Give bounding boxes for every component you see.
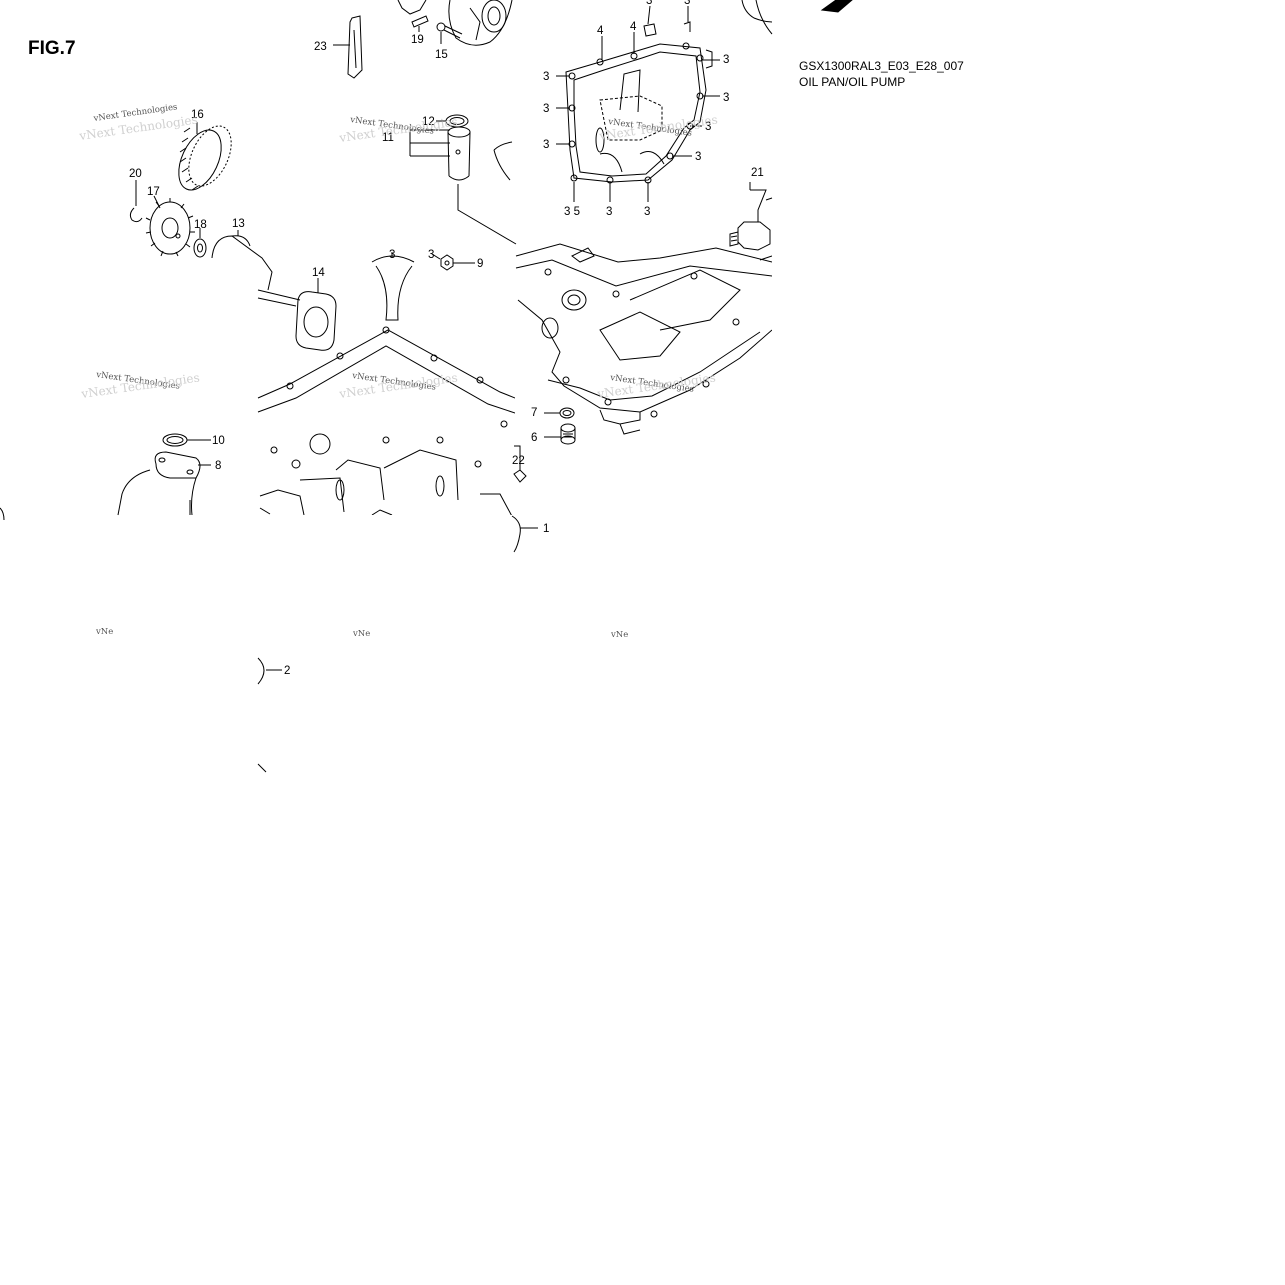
callout-3-left-b: 3 [543,103,549,115]
callout-16: 16 [191,109,204,121]
callout-3-right-d: 3 [695,151,701,163]
callout-2: 2 [284,665,290,677]
part-14-gasket [257,278,337,351]
part-6-drain-plug [544,423,576,445]
partial-edge-top-right [741,0,773,35]
callout-22: 22 [512,455,525,467]
callout-17: 17 [147,186,160,198]
callout-11: 11 [382,132,394,144]
oil-pan-edge [511,515,538,553]
callout-3-funnel: 3 [389,249,395,261]
part-8-oil-strainer-body [117,451,211,516]
front-arrow-icon [820,0,853,13]
callout-3-bottom-a: 3 [606,206,612,218]
part-7-gasket [544,407,575,419]
figure-label: FIG.7 [28,38,76,59]
part-17-driven-gear [145,195,195,257]
callout-3-right-b: 3 [723,92,729,104]
callout-8: 8 [215,460,221,472]
oil-pan-gasket-plate [556,5,720,202]
callout-15: 15 [435,49,448,61]
callout-3-top-b: 3 [684,0,690,7]
callout-4-a: 4 [597,25,604,37]
callout-23: 23 [314,41,327,53]
part-11-oil-pipe [409,126,517,245]
callout-20: 20 [129,168,142,180]
part-20-circlip [129,180,143,223]
partial-arc-left [493,141,513,181]
callout-3-right-c: 3 [705,121,711,133]
part-1-oil-pan [257,326,515,515]
callout-3-left-a: 3 [543,71,549,83]
callout-3-bottom-b: 3 [644,206,650,218]
part-9-bolt [431,253,475,271]
callout-12: 12 [422,116,435,128]
callout-6: 6 [531,432,537,444]
diagram-code: GSX1300RAL3_E03_E28_007 [799,59,964,73]
part-21-oil-pressure-switch [729,182,773,251]
part-18-washer [193,228,207,258]
part-13-oil-strainer [211,230,273,291]
callout-14: 14 [312,267,325,279]
callout-3-5: 3 5 [564,206,580,218]
part-19-pin [411,15,429,32]
callout-3-left-c: 3 [543,139,549,151]
part-12-o-ring [436,114,469,128]
callout-21: 21 [751,167,764,179]
callout-10: 10 [212,435,225,447]
callout-7: 7 [531,407,537,419]
callout-labels: 23 19 15 16 20 17 18 13 14 12 11 3 3 9 1… [129,0,764,677]
watermark-7: vNe [95,627,113,637]
crankcase-lower [515,243,772,435]
callout-3-right-a: 3 [723,54,729,66]
watermark-9: vNe [610,630,628,640]
filler-funnel [371,252,415,321]
callout-18: 18 [194,219,207,231]
callout-1: 1 [543,523,549,535]
callout-4-b: 4 [630,21,637,33]
left-edge-fragment [0,507,5,521]
callout-19: 19 [411,34,424,46]
part-10-o-ring [162,433,211,447]
diagram-title: OIL PAN/OIL PUMP [799,75,906,89]
part-22-clamp [513,445,527,483]
callout-3-top-a: 3 [646,0,652,7]
callout-9: 9 [477,258,483,270]
part-2-fragment [257,657,282,773]
watermark-8: vNe [352,629,370,639]
part-15-bolt [436,22,463,44]
part-23-bracket [333,15,363,79]
part-16-sprocket-ring [178,122,232,191]
oil-pump-body [397,0,513,46]
callout-3-bolt: 3 [428,249,434,261]
watermarks: vNext Technologies vNext Technologies vN… [77,102,718,640]
callout-13: 13 [232,218,245,230]
